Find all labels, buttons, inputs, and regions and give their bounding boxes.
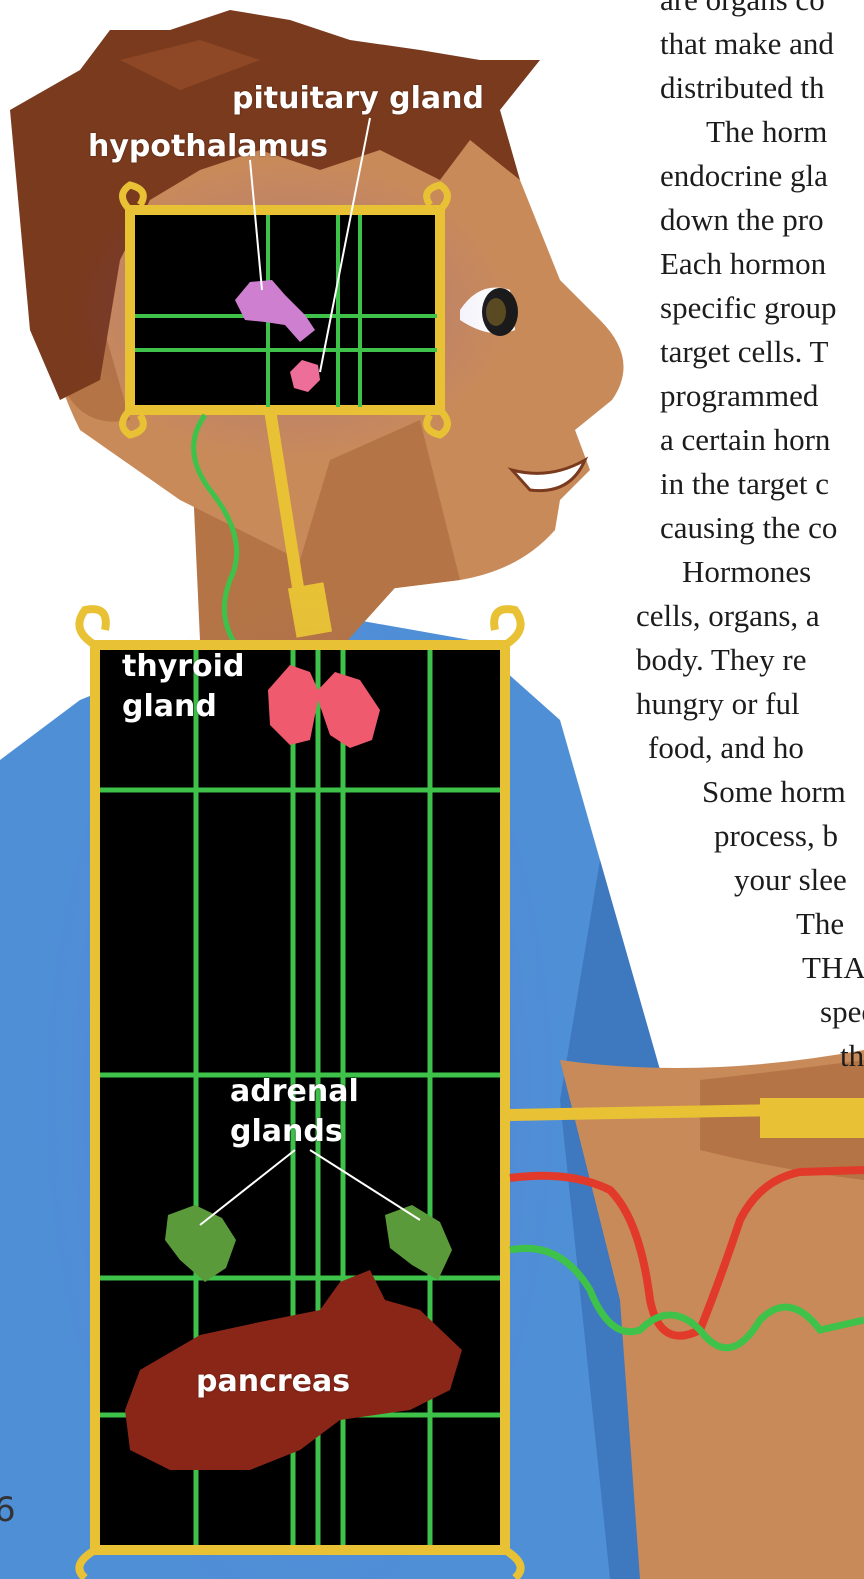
text-line: food, and ho xyxy=(648,730,804,766)
text-line: hungry or ful xyxy=(636,686,800,722)
text-line: in the target c xyxy=(660,466,829,502)
thyroid-label-line2: gland xyxy=(122,690,217,724)
text-line: Each hormon xyxy=(660,246,826,282)
text-line: a certain horn xyxy=(660,422,830,458)
adrenal-label-line2: glands xyxy=(230,1115,343,1149)
text-line: down the pro xyxy=(660,202,824,238)
text-line: process, b xyxy=(714,818,838,854)
text-line: THA xyxy=(802,950,864,986)
text-line: are organs co xyxy=(660,0,825,18)
adrenal-label-line1: adrenal xyxy=(230,1075,359,1109)
text-line: The horm xyxy=(706,114,827,150)
text-line: programmed xyxy=(660,378,818,414)
text-line: The xyxy=(796,906,844,942)
body-text-column: are organs co that make and distributed … xyxy=(622,0,864,1579)
pancreas-label: pancreas xyxy=(196,1365,350,1399)
text-line: that make and xyxy=(660,26,834,62)
text-line: spec xyxy=(820,994,864,1030)
text-line: Hormones xyxy=(682,554,811,590)
text-line: target cells. T xyxy=(660,334,828,370)
hypothalamus-label: hypothalamus xyxy=(88,130,328,164)
text-line: distributed th xyxy=(660,70,824,106)
text-line: your slee xyxy=(734,862,847,898)
thyroid-label-line1: thyroid xyxy=(122,650,244,684)
text-line: Some horm xyxy=(702,774,846,810)
page-number: 6 xyxy=(0,1490,16,1530)
text-line: cells, organs, a xyxy=(636,598,820,634)
text-line: body. They re xyxy=(636,642,806,678)
text-line: causing the co xyxy=(660,510,837,546)
text-line: specific group xyxy=(660,290,836,326)
text-line: endocrine gla xyxy=(660,158,828,194)
pituitary-gland-label: pituitary gland xyxy=(232,82,484,116)
text-line: th xyxy=(840,1038,864,1074)
